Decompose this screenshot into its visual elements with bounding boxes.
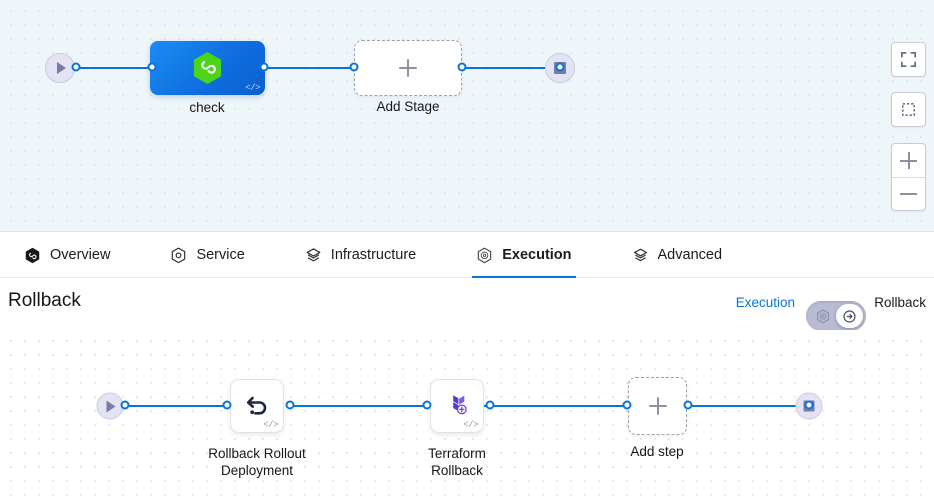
tab-service[interactable]: Service xyxy=(166,232,248,278)
add-stage-label: Add Stage xyxy=(376,99,440,114)
pipeline-start-node[interactable] xyxy=(45,53,75,83)
port-rollout-in[interactable] xyxy=(222,400,232,410)
plus-icon xyxy=(399,59,417,77)
toggle-label-execution[interactable]: Execution xyxy=(735,295,795,310)
zoom-controls xyxy=(891,143,926,211)
port-addstage-in[interactable] xyxy=(349,62,359,72)
port-addstep-out[interactable] xyxy=(683,400,693,410)
zoom-out-icon xyxy=(900,193,917,195)
step-label-rollback-rollout-deployment: Rollback Rollout Deployment xyxy=(208,446,306,478)
port-rollback-start-out[interactable] xyxy=(120,400,130,410)
add-step-node[interactable] xyxy=(628,377,687,435)
advanced-layers-icon xyxy=(633,248,647,261)
code-badge-icon: </> xyxy=(245,83,260,93)
undo-arrow-icon xyxy=(246,396,267,415)
service-hexagon-icon xyxy=(172,246,186,263)
harness-hexagon-icon xyxy=(193,52,222,84)
edge-check-to-addstage xyxy=(264,67,354,69)
zoom-in-button[interactable] xyxy=(892,144,925,177)
edge-terraform-to-addstep xyxy=(490,405,630,407)
tab-label: Execution xyxy=(502,247,572,263)
step-node-terraform-rollback[interactable]: </> xyxy=(430,379,484,433)
port-rollout-out[interactable] xyxy=(285,400,295,410)
fit-screen-icon xyxy=(900,51,917,68)
edge-start-to-rollback-rollout xyxy=(116,405,230,407)
tab-label: Advanced xyxy=(657,247,723,263)
canvas-divider xyxy=(0,231,934,232)
rollback-step-canvas[interactable]: </> Rollback Rollout Deployment </> Terr… xyxy=(0,330,934,500)
step-node-rollback-rollout-deployment[interactable]: </> xyxy=(230,379,284,433)
dashed-square-icon xyxy=(901,102,916,117)
stage-label-check: check xyxy=(189,100,225,115)
port-addstep-in[interactable] xyxy=(622,400,632,410)
port-end-in[interactable] xyxy=(555,62,565,72)
tab-label: Infrastructure xyxy=(330,247,417,263)
port-check-out[interactable] xyxy=(259,62,269,72)
stage-node-check[interactable]: </> xyxy=(150,41,265,95)
page-title: Rollback xyxy=(8,290,81,311)
edge-addstep-to-end xyxy=(687,405,809,407)
edge-addstage-to-end xyxy=(462,67,560,69)
tab-advanced[interactable]: Advanced xyxy=(628,232,727,278)
tab-label: Overview xyxy=(50,247,111,263)
pipeline-stage-canvas[interactable]: </> check Add Stage xyxy=(0,0,934,232)
add-step-label: Add step xyxy=(630,444,684,459)
code-badge-icon: </> xyxy=(263,420,278,430)
zoom-out-button[interactable] xyxy=(892,177,925,210)
marquee-select-button[interactable] xyxy=(891,92,926,127)
port-rollback-end-in[interactable] xyxy=(804,400,814,410)
port-addstage-out[interactable] xyxy=(457,62,467,72)
step-label-terraform-rollback: Terraform Rollback xyxy=(428,446,486,478)
terraform-icon xyxy=(453,395,467,415)
plus-icon xyxy=(648,397,667,415)
port-check-in[interactable] xyxy=(147,62,157,72)
toggle-label-rollback[interactable]: Rollback xyxy=(874,295,926,310)
edge-rollout-to-terraform xyxy=(286,405,490,407)
tab-label: Service xyxy=(196,247,245,263)
edge-start-to-check xyxy=(66,67,154,69)
tab-execution[interactable]: Execution xyxy=(472,232,576,279)
zoom-in-icon xyxy=(900,152,917,169)
toggle-execution-slot[interactable] xyxy=(809,304,836,328)
canvas-controls xyxy=(891,42,926,211)
code-badge-icon: </> xyxy=(463,420,478,430)
rollback-header: Rollback Execution Rollback xyxy=(0,278,934,330)
rollback-start-node[interactable] xyxy=(96,392,124,420)
tab-overview[interactable]: Overview xyxy=(20,232,114,278)
fit-to-screen-button[interactable] xyxy=(891,42,926,77)
play-icon xyxy=(56,62,66,74)
execution-rollback-toggle[interactable] xyxy=(806,301,866,331)
tab-infrastructure[interactable]: Infrastructure xyxy=(301,232,420,278)
play-icon xyxy=(106,400,116,412)
infrastructure-layers-icon xyxy=(306,247,321,261)
harness-hexagon-icon xyxy=(25,247,40,263)
port-terraform-out[interactable] xyxy=(485,400,495,410)
port-start-out[interactable] xyxy=(71,62,81,72)
execution-hexagon-icon xyxy=(477,247,492,263)
toggle-rollback-knob[interactable] xyxy=(836,304,863,328)
stage-config-tabbar: Overview Service Infrastructure xyxy=(0,232,934,279)
execution-hexagon-icon xyxy=(816,308,829,323)
rollback-arrow-icon xyxy=(843,309,856,323)
port-terraform-in[interactable] xyxy=(422,400,432,410)
add-stage-node[interactable] xyxy=(354,40,462,96)
